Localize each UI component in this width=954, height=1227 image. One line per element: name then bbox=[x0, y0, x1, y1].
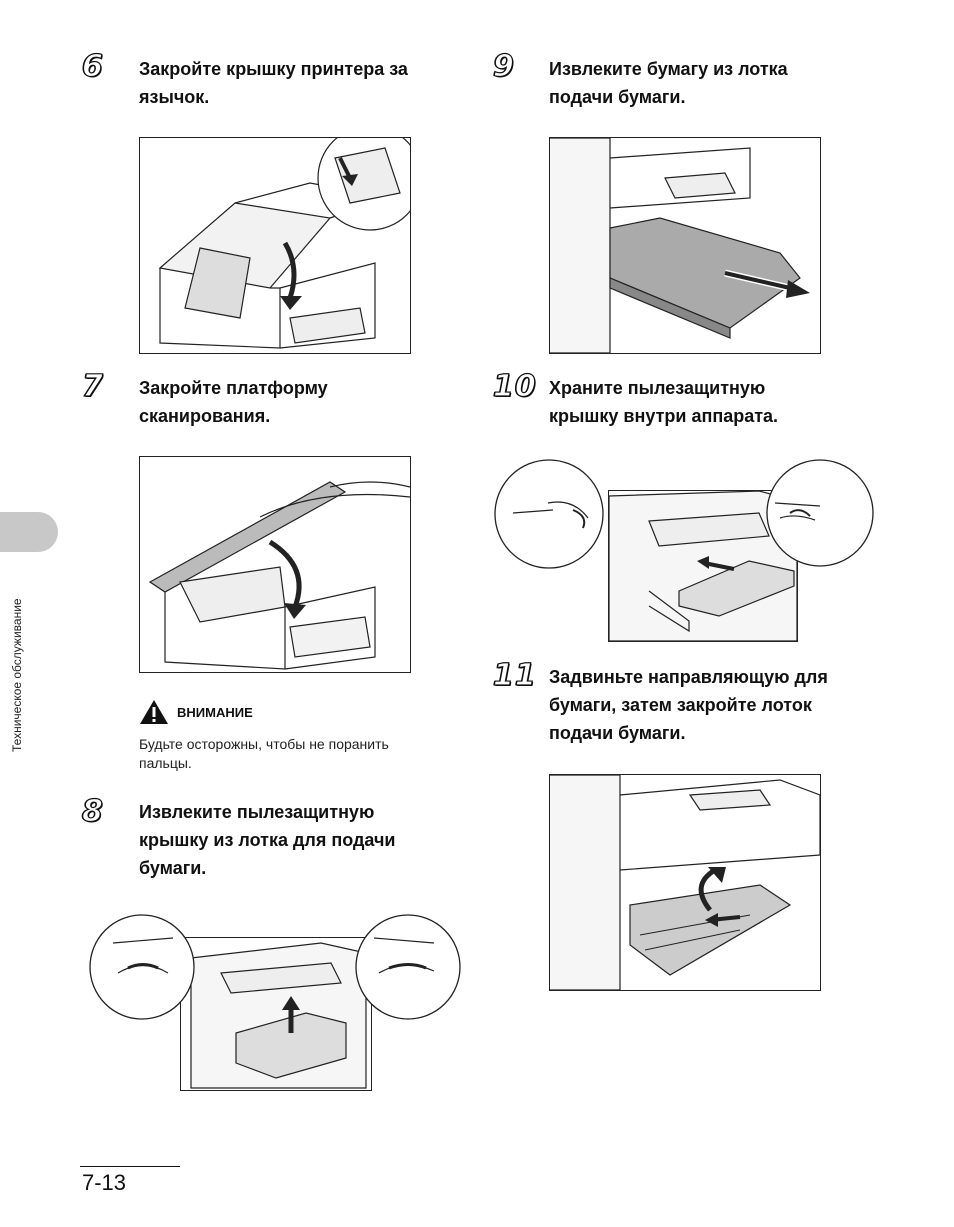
step-10-zoom-right bbox=[766, 459, 874, 567]
step-9-illustration bbox=[549, 137, 821, 354]
step-9-number: 9 bbox=[492, 49, 515, 84]
step-8-text: Извлеките пылезащитную крышку из лотка д… bbox=[139, 798, 396, 882]
step-11-line-2: бумаги, затем закройте лоток bbox=[549, 695, 812, 715]
step-9-line-1: Извлеките бумагу из лотка bbox=[549, 59, 788, 79]
step-8-line-1: Извлеките пылезащитную bbox=[139, 802, 375, 822]
step-9-line-2: подачи бумаги. bbox=[549, 87, 686, 107]
step-11-illustration bbox=[549, 774, 821, 991]
step-10-text: Храните пылезащитную крышку внутри аппар… bbox=[549, 374, 778, 430]
paper-remove-drawing bbox=[550, 138, 810, 353]
step-10-line-2: крышку внутри аппарата. bbox=[549, 406, 779, 426]
step-10-number: 10 bbox=[492, 369, 537, 404]
footer-rule bbox=[80, 1166, 180, 1167]
caution-block: ВНИМАНИЕ Будьте осторожны, чтобы не пора… bbox=[139, 699, 459, 773]
dust-cover-store-drawing bbox=[609, 491, 797, 641]
chapter-tab bbox=[0, 512, 58, 552]
step-6-text: Закройте крышку принтера за язычок. bbox=[139, 55, 408, 111]
caution-header: ВНИМАНИЕ bbox=[139, 699, 459, 725]
step-8-illustration bbox=[180, 937, 372, 1091]
step-9-text: Извлеките бумагу из лотка подачи бумаги. bbox=[549, 55, 788, 111]
step-11-number: 11 bbox=[492, 658, 537, 693]
printer-cover-close-drawing bbox=[158, 138, 410, 349]
dust-cover-remove-drawing bbox=[190, 942, 367, 1089]
step-8-line-3: бумаги. bbox=[139, 858, 207, 878]
step-7-line-1: Закройте платформу bbox=[139, 378, 328, 398]
step-7-text: Закройте платформу сканирования. bbox=[139, 374, 328, 430]
step-10-zoom-left bbox=[494, 459, 604, 569]
step-11-text: Задвиньте направляющую для бумаги, затем… bbox=[549, 663, 828, 747]
scanner-platform-close-drawing bbox=[148, 481, 410, 670]
chapter-label: Техническое обслуживание bbox=[10, 598, 24, 752]
step-6-line-1: Закройте крышку принтера за bbox=[139, 59, 408, 79]
step-11-line-1: Задвиньте направляющую для bbox=[549, 667, 828, 687]
caution-line-2: пальцы. bbox=[139, 755, 192, 771]
step-6-line-2: язычок. bbox=[139, 87, 210, 107]
step-7-illustration bbox=[139, 456, 411, 673]
warning-triangle-icon bbox=[140, 700, 168, 724]
step-8-line-2: крышку из лотка для подачи bbox=[139, 830, 396, 850]
step-7-number: 7 bbox=[81, 369, 104, 404]
step-8-zoom-left bbox=[89, 914, 195, 1020]
paper-guide-close-drawing bbox=[550, 775, 820, 990]
step-8-number: 8 bbox=[81, 794, 104, 829]
step-6-illustration bbox=[139, 137, 411, 354]
step-10-line-1: Храните пылезащитную bbox=[549, 378, 766, 398]
caution-title: ВНИМАНИЕ bbox=[177, 704, 253, 720]
step-8-zoom-right bbox=[355, 914, 461, 1020]
caution-body: Будьте осторожны, чтобы не поранить паль… bbox=[139, 735, 459, 773]
step-6-number: 6 bbox=[81, 49, 104, 84]
step-11-line-3: подачи бумаги. bbox=[549, 723, 686, 743]
caution-line-1: Будьте осторожны, чтобы не поранить bbox=[139, 736, 389, 752]
page-number: 7-13 bbox=[82, 1170, 127, 1195]
step-7-line-2: сканирования. bbox=[139, 406, 271, 426]
step-10-illustration bbox=[608, 490, 798, 642]
